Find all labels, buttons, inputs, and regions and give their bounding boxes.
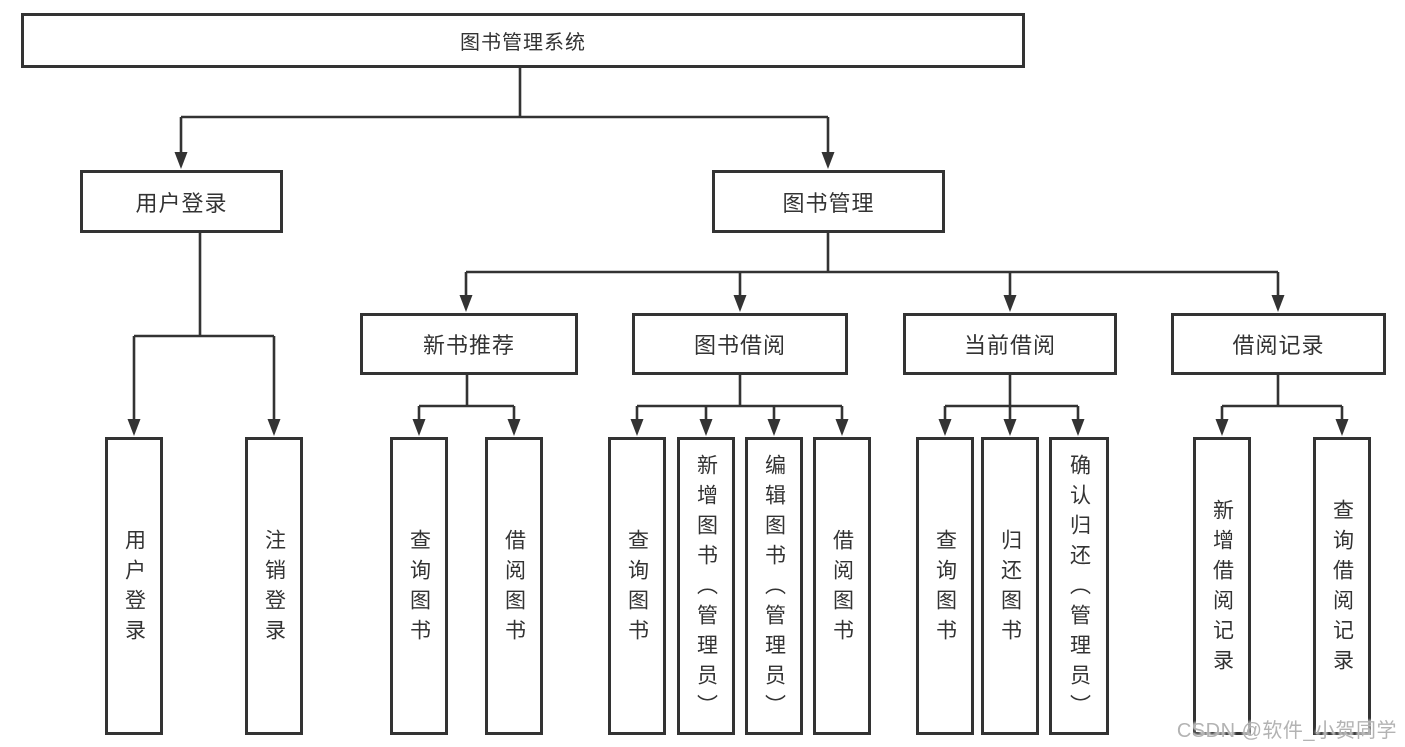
- leaf-confirm-return-admin: 确认归还（管理员）: [1049, 437, 1109, 735]
- leaf-add-borrow-record: 新增借阅记录: [1193, 437, 1251, 735]
- node-book-borrowing: 图书借阅: [632, 313, 848, 375]
- node-current-borrowing: 当前借阅: [903, 313, 1117, 375]
- watermark: CSDN @软件_小贺同学: [1176, 720, 1397, 742]
- leaf-return-books: 归还图书: [981, 437, 1039, 735]
- leaf-borrow-books-borrowing: 借阅图书: [813, 437, 871, 735]
- node-book-management: 图书管理: [712, 170, 945, 233]
- leaf-query-books-recommend: 查询图书: [390, 437, 448, 735]
- leaf-edit-books-admin: 编辑图书（管理员）: [745, 437, 803, 735]
- node-new-book-recommendation: 新书推荐: [360, 313, 578, 375]
- leaf-borrow-books-recommend: 借阅图书: [485, 437, 543, 735]
- leaf-query-books-current: 查询图书: [916, 437, 974, 735]
- leaf-logout: 注销登录: [245, 437, 303, 735]
- leaf-query-borrow-record: 查询借阅记录: [1313, 437, 1371, 735]
- leaf-query-books-borrowing: 查询图书: [608, 437, 666, 735]
- leaf-add-books-admin: 新增图书（管理员）: [677, 437, 735, 735]
- node-user-login: 用户登录: [80, 170, 283, 233]
- node-borrowing-records: 借阅记录: [1171, 313, 1386, 375]
- leaf-user-login: 用户登录: [105, 437, 163, 735]
- node-library-management-system: 图书管理系统: [21, 13, 1025, 68]
